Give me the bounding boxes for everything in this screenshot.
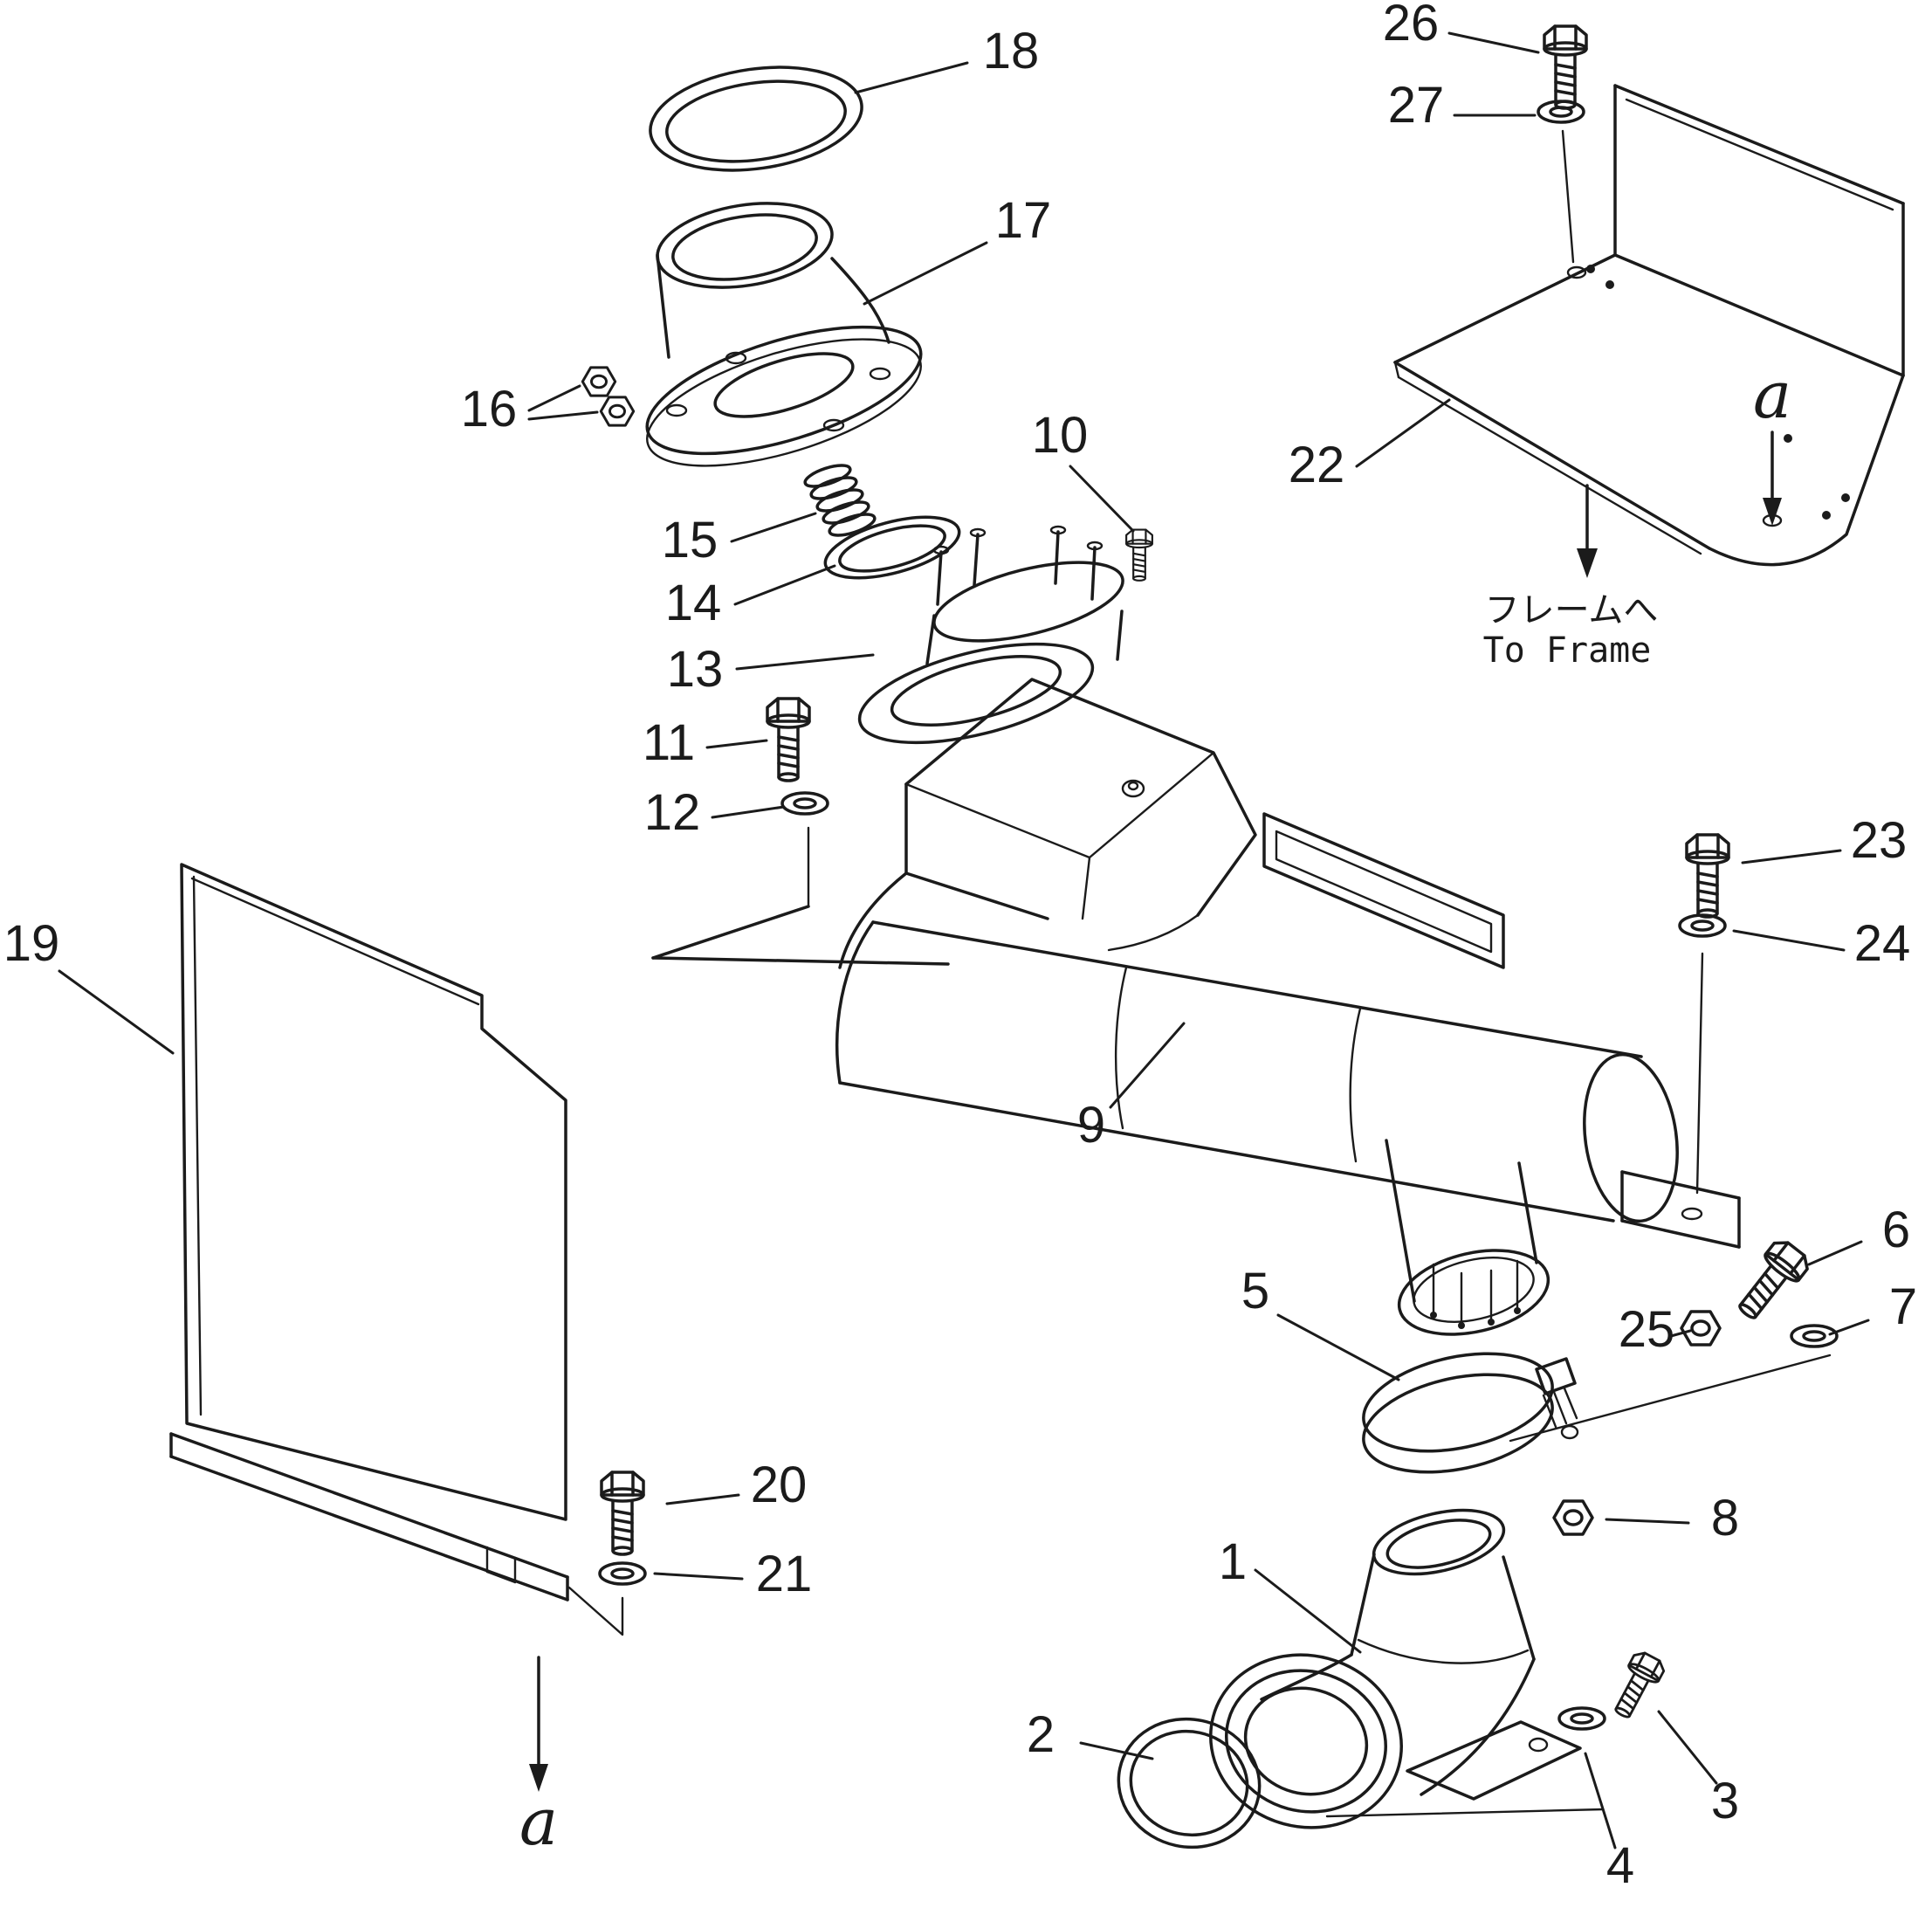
- leader-line: [1109, 1022, 1186, 1109]
- stud-bracket-13: [857, 525, 1124, 745]
- part-number-label: 23: [1851, 812, 1908, 869]
- down-arrow-icon: [1577, 548, 1598, 578]
- seal-ring-18: [649, 65, 863, 172]
- leader-line: [1657, 1710, 1718, 1785]
- nuts-16: [581, 366, 636, 427]
- down-arrow-icon: [529, 1764, 548, 1792]
- to-frame-label-jp: フレームへ: [1485, 590, 1659, 630]
- muffler-body-9: [651, 678, 1741, 1336]
- nut-icon: [599, 396, 636, 427]
- part-number-label: 7: [1889, 1278, 1917, 1335]
- leader-line: [1584, 1752, 1617, 1849]
- leader-line: [1069, 465, 1135, 533]
- part-number-label: 1: [1219, 1533, 1247, 1590]
- leader-line: [735, 653, 875, 671]
- washer-27: [1537, 100, 1585, 124]
- part-number-label: 17: [995, 192, 1052, 249]
- part-number-label: 8: [1711, 1490, 1739, 1546]
- part-number-label: 22: [1289, 437, 1345, 493]
- part-number-label: 18: [983, 23, 1040, 79]
- leader-line: [1276, 1313, 1400, 1381]
- assembly-reference-line: [1509, 1354, 1832, 1443]
- part-number-label: 20: [751, 1457, 808, 1513]
- leader-line: [711, 805, 786, 819]
- part-number-label: 15: [662, 512, 718, 568]
- section-marker-a-top: a: [1753, 358, 1791, 526]
- part-number-label: 11: [643, 714, 695, 771]
- leader-line: [1807, 1240, 1863, 1266]
- part-number-label: 26: [1383, 0, 1440, 52]
- leader-line: [653, 1572, 744, 1581]
- washer-24: [1678, 913, 1727, 938]
- part-number-label: 6: [1882, 1202, 1910, 1258]
- part-number-label: 2: [1027, 1706, 1055, 1763]
- part-number-label: 14: [665, 575, 722, 631]
- leader-line: [730, 512, 817, 543]
- nut-icon: [581, 366, 617, 397]
- frame-bracket-22: [1393, 84, 1905, 567]
- gasket-14: [823, 515, 961, 580]
- bolt-11: [766, 697, 811, 782]
- to-frame-arrow: フレームへ To Frame: [1483, 484, 1659, 671]
- o-ring-2: [1117, 1717, 1262, 1849]
- leader-line: [527, 384, 581, 412]
- washer-12: [780, 791, 829, 816]
- elbow-pipe-1: [1209, 1508, 1605, 1829]
- part-number-label: 4: [1606, 1837, 1634, 1894]
- bolt-26: [1543, 24, 1588, 110]
- leader-line: [705, 739, 768, 749]
- washer-4: [1557, 1706, 1606, 1731]
- leader-line: [1828, 1319, 1870, 1336]
- nut-25: [1680, 1310, 1722, 1347]
- part-number-label: 19: [3, 915, 60, 972]
- leader-line: [1605, 1518, 1690, 1525]
- cover-panel-19: [169, 863, 624, 1636]
- to-frame-label-en: To Frame: [1483, 630, 1652, 671]
- part-number-label: 10: [1032, 407, 1089, 464]
- leader-line: [1355, 398, 1451, 468]
- leader-line: [1741, 849, 1842, 864]
- part-number-label: 27: [1388, 77, 1445, 134]
- leader-line: [1254, 1568, 1362, 1654]
- leader-line: [1447, 31, 1540, 54]
- part-number-label: 16: [461, 381, 518, 437]
- plug-bolt-10: [1125, 528, 1153, 582]
- bolt-6: [1727, 1235, 1815, 1329]
- bolt-20: [600, 1471, 645, 1556]
- washer-21: [598, 1561, 647, 1586]
- washer-7: [1790, 1324, 1839, 1348]
- section-a-label: a: [1753, 358, 1791, 433]
- elbow-pipe-17: [645, 202, 923, 467]
- nut-8: [1552, 1499, 1594, 1536]
- bolt-23: [1685, 833, 1730, 919]
- hose-clamp-5: [1362, 1352, 1579, 1474]
- section-a-label: a: [519, 1785, 558, 1860]
- leader-line: [733, 564, 836, 606]
- leader-line: [854, 61, 969, 94]
- leader-line: [863, 241, 988, 306]
- leader-lines: [58, 31, 1870, 1849]
- down-arrow-icon: [1763, 498, 1782, 526]
- leader-line: [527, 410, 599, 421]
- leader-line: [1669, 1329, 1692, 1338]
- part-number-label: 9: [1077, 1097, 1105, 1154]
- leader-line: [1079, 1741, 1154, 1760]
- part-number-label: 25: [1619, 1301, 1675, 1358]
- leader-line: [665, 1493, 740, 1505]
- leader-line: [58, 969, 175, 1055]
- part-number-label: 5: [1241, 1263, 1269, 1319]
- part-number-label: 24: [1854, 915, 1911, 972]
- spring-15: [803, 464, 877, 537]
- part-number-label: 21: [756, 1546, 813, 1602]
- part-number-label: 13: [667, 641, 724, 698]
- part-number-label: 12: [644, 784, 701, 841]
- section-marker-a-bottom: a: [519, 1656, 558, 1860]
- part-labels: 1234567891011121314151617181920212223242…: [3, 0, 1917, 1894]
- leader-line: [1732, 929, 1846, 952]
- part-number-label: 3: [1711, 1773, 1739, 1829]
